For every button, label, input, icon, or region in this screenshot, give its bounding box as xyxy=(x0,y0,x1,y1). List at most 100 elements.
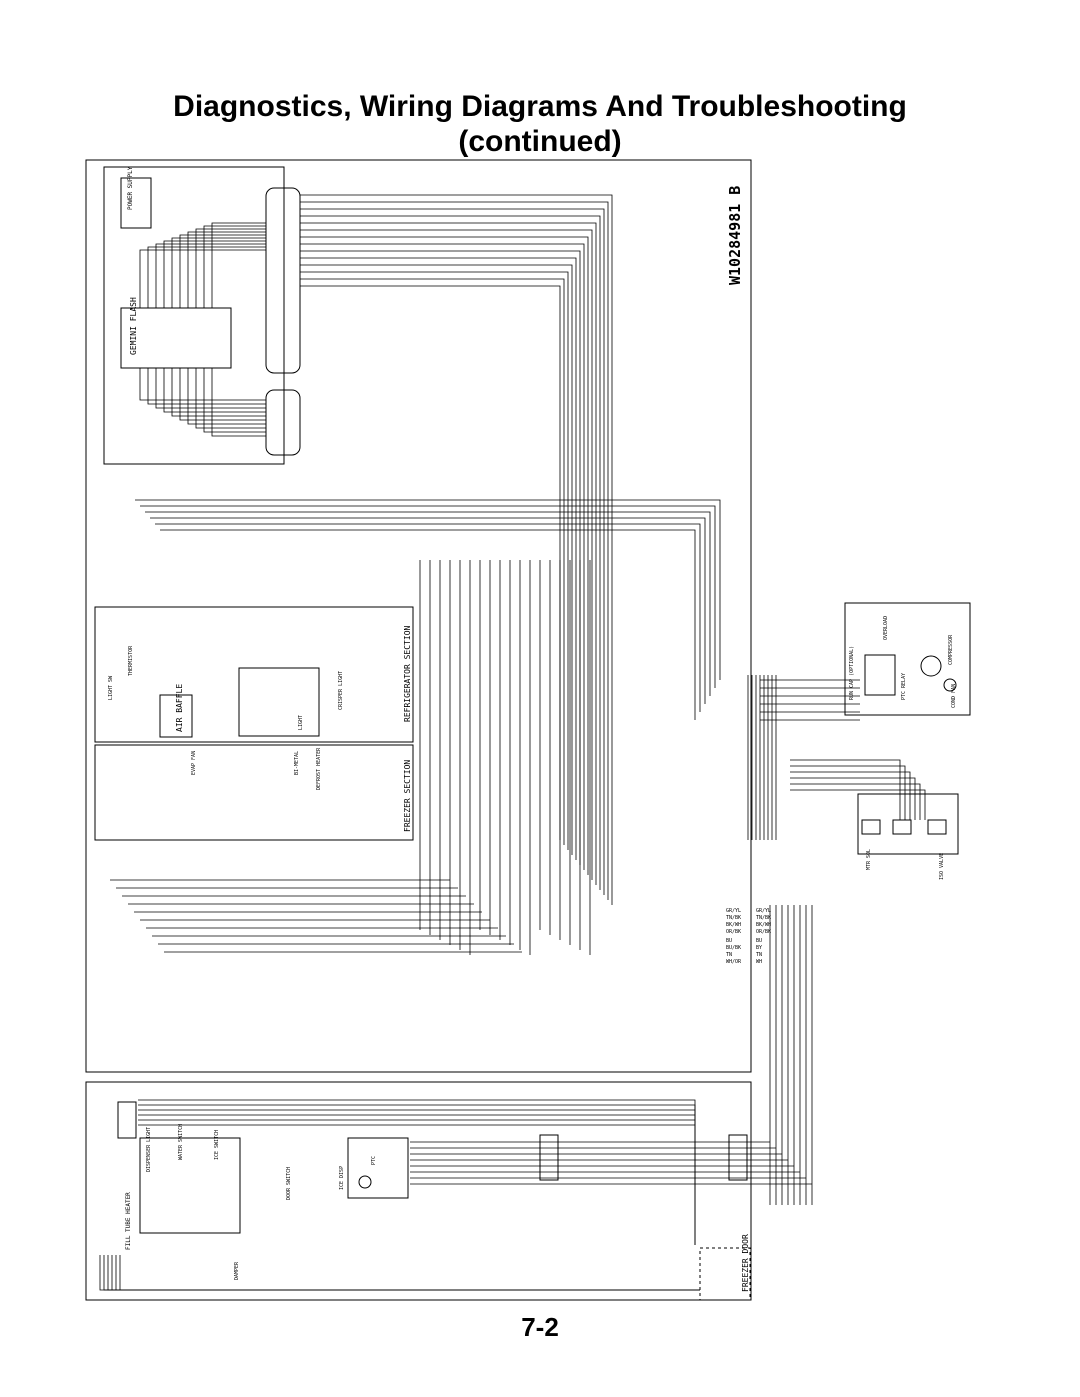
wire-label-right: WH xyxy=(756,959,762,965)
wire xyxy=(203,368,266,433)
ptc-label: PTC xyxy=(371,1156,377,1165)
freezer-door-box xyxy=(699,1247,751,1301)
freezer-door-frame xyxy=(85,1081,752,1301)
freezer-section xyxy=(94,744,414,841)
page-number: 7-2 xyxy=(521,1312,559,1342)
sol-valve xyxy=(892,819,912,835)
wire xyxy=(150,517,706,704)
overload-label: OVERLOAD xyxy=(883,616,889,640)
damper-label: DAMPER xyxy=(234,1261,240,1280)
wire xyxy=(119,1255,700,1291)
wire xyxy=(187,231,266,308)
ptc-relay-label: PTC RELAY xyxy=(901,673,907,700)
power-supply-block xyxy=(120,177,152,229)
wire xyxy=(155,523,701,712)
compressor-label: COMPRESSOR xyxy=(948,634,954,665)
air-baffle-label: AIR BAFFLE xyxy=(175,684,184,732)
wire-label-left: OR/BK xyxy=(726,929,741,935)
compressor-icon xyxy=(920,655,942,677)
wire-label-right: TN/BK xyxy=(756,915,771,921)
freezer-door-label: FREEZER DOOR xyxy=(741,1234,750,1292)
wire xyxy=(135,499,721,680)
wire-label-left: TN xyxy=(726,952,732,958)
wire xyxy=(300,208,605,895)
wire-label-right: BU xyxy=(756,938,762,944)
wire xyxy=(790,771,911,820)
dispenser-board xyxy=(139,1137,241,1234)
wire-label-left: WH/OR xyxy=(726,959,742,965)
wire xyxy=(300,278,565,845)
page-subtitle: (continued) xyxy=(458,125,622,158)
wire xyxy=(163,240,266,308)
defrost-heater-label: DEFROST HEATER xyxy=(316,747,322,790)
wire-label-left: GR/YL xyxy=(726,908,741,914)
bi-metal-label: BI-METAL xyxy=(294,751,300,775)
light-box xyxy=(238,667,320,737)
ice-door-box xyxy=(117,1101,137,1139)
crisper-light-label: CRISPER LIGHT xyxy=(338,671,344,710)
wire xyxy=(300,201,609,900)
freezer-section-label: FREEZER SECTION xyxy=(403,760,412,832)
valve-area xyxy=(857,793,959,855)
gemini-label: GEMINI FLASH xyxy=(129,297,138,355)
wire xyxy=(790,783,921,820)
main-frame xyxy=(85,159,752,1073)
evap-fan-label: EVAP FAN xyxy=(191,751,197,775)
door-switch-label: DOOR SWITCH xyxy=(286,1167,292,1200)
wire-label-left: BU/BK xyxy=(726,945,741,951)
wire xyxy=(790,759,901,820)
wire xyxy=(111,1255,700,1291)
wire-label-right: TN xyxy=(756,952,762,958)
wire xyxy=(155,368,266,409)
iso-valve-label: ISO VALVE xyxy=(939,853,945,880)
wire xyxy=(300,215,601,890)
wire xyxy=(790,789,926,820)
wire xyxy=(138,1109,696,1245)
wire xyxy=(171,368,266,417)
wire xyxy=(115,1255,700,1291)
wire xyxy=(211,368,266,437)
harness-bundle-bottom xyxy=(265,389,301,456)
wire xyxy=(171,237,266,308)
wire xyxy=(147,368,266,405)
wire-label-left: BK/WH xyxy=(726,922,741,928)
wire xyxy=(300,264,573,855)
wire xyxy=(139,249,266,308)
wire xyxy=(103,1255,700,1291)
wire xyxy=(138,1124,696,1245)
wire xyxy=(300,243,585,870)
ice-disp-motor-icon xyxy=(358,1175,372,1189)
wire xyxy=(300,229,593,880)
ice-switch-label: ICE SWITCH xyxy=(214,1130,220,1160)
wire xyxy=(99,1255,700,1291)
run-cap-label: RUN CAP (OPTIONAL) xyxy=(849,646,855,700)
refrigerator-section xyxy=(94,606,414,743)
wire xyxy=(138,1104,696,1245)
wire xyxy=(203,225,266,308)
water-switch-label: WATER SWITCH xyxy=(178,1124,184,1160)
part-number: W10284981 B xyxy=(726,186,744,285)
power-supply-label: POWER SUPPLY xyxy=(127,166,134,210)
wire xyxy=(138,1099,696,1245)
dispenser-light-label: DISPENSER LIGHT xyxy=(146,1127,152,1172)
connector-block-1 xyxy=(539,1134,559,1181)
wire xyxy=(179,234,266,308)
harness-bundle-top xyxy=(265,187,301,374)
wire xyxy=(300,222,597,885)
wire xyxy=(300,257,577,860)
wire-label-left: BU xyxy=(726,938,732,944)
wire-label-left: TN/BK xyxy=(726,915,741,921)
light-label: LIGHT xyxy=(298,715,304,730)
wire xyxy=(790,777,916,820)
wire xyxy=(179,368,266,421)
thermistor-label: THERMISTOR xyxy=(128,645,134,676)
wire xyxy=(300,236,589,875)
wire xyxy=(145,511,711,696)
wire xyxy=(211,222,266,308)
wire xyxy=(790,765,906,820)
wire xyxy=(163,368,266,413)
wire-label-right: BY xyxy=(756,945,762,951)
compressor-area xyxy=(844,602,971,716)
refrigerator-section-label: REFRIGERATOR SECTION xyxy=(403,625,412,722)
